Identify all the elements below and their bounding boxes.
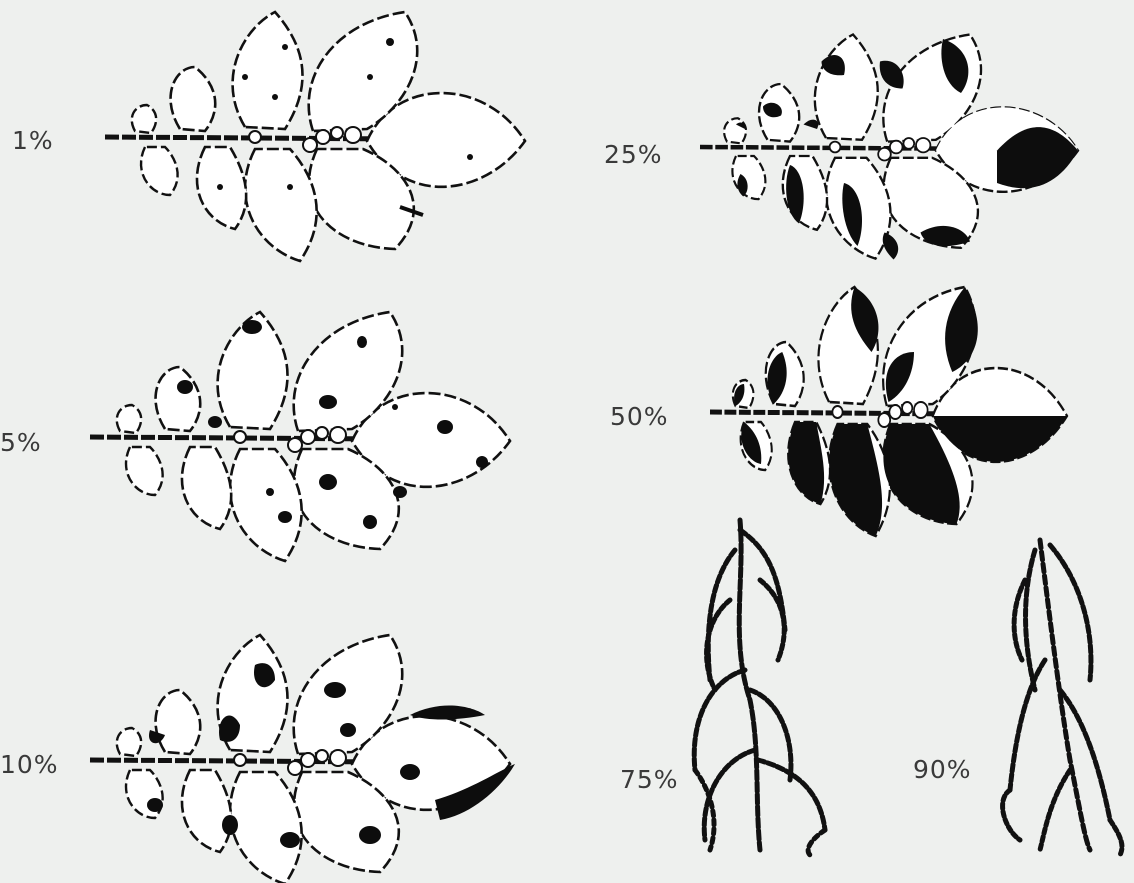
label-25-percent: 25% (604, 140, 663, 169)
plant-90-percent (1003, 540, 1122, 855)
label-5-percent: 5% (0, 428, 42, 457)
label-10-percent: 10% (0, 750, 59, 779)
leaf-5-percent (90, 312, 510, 561)
label-75-percent: 75% (620, 765, 679, 794)
leaf-25-percent (700, 34, 1078, 259)
label-1-percent: 1% (12, 126, 54, 155)
plant-75-percent (694, 520, 825, 855)
label-50-percent: 50% (610, 402, 669, 431)
leaf-10-percent (90, 635, 515, 883)
label-90-percent: 90% (913, 755, 972, 784)
leaf-1-percent (105, 12, 525, 261)
leaf-50-percent (710, 287, 1067, 536)
